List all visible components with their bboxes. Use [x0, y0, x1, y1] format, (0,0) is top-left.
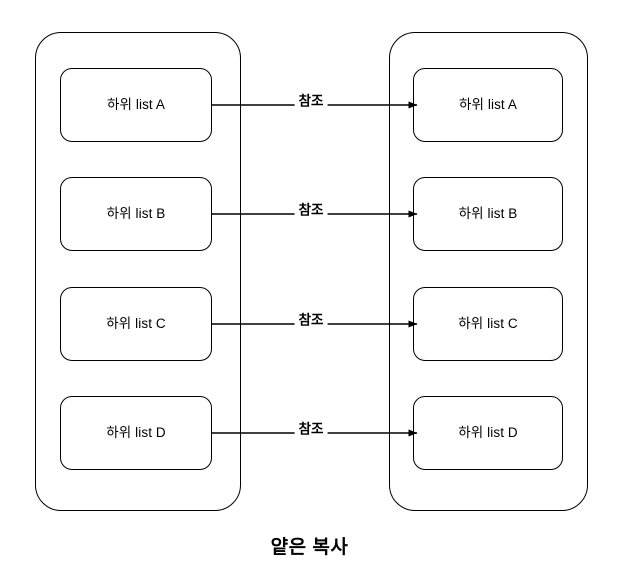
original-item-d-label: 하위 list D — [106, 425, 166, 441]
copy-item-a[interactable]: 하위 list A — [413, 68, 563, 142]
copy-item-a-label: 하위 list A — [458, 97, 517, 113]
original-item-a[interactable]: 하위 list A — [60, 68, 212, 142]
copy-item-d-label: 하위 list D — [458, 425, 518, 441]
copy-item-b-label: 하위 list B — [458, 206, 518, 222]
original-item-b-label: 하위 list B — [106, 206, 166, 222]
diagram-caption: 얕은 복사 — [270, 537, 349, 558]
copy-item-c[interactable]: 하위 list C — [413, 287, 563, 361]
copy-item-c-label: 하위 list C — [458, 316, 518, 332]
edge-label-a: 참조 — [294, 93, 328, 109]
original-item-b[interactable]: 하위 list B — [60, 177, 212, 251]
edge-label-c: 참조 — [294, 312, 328, 328]
edge-label-d: 참조 — [294, 421, 328, 437]
edge-label-b: 참조 — [294, 202, 328, 218]
original-item-d[interactable]: 하위 list D — [60, 396, 212, 470]
original-item-c-label: 하위 list C — [106, 316, 166, 332]
copy-item-d[interactable]: 하위 list D — [413, 396, 563, 470]
copy-item-b[interactable]: 하위 list B — [413, 177, 563, 251]
original-item-a-label: 하위 list A — [106, 97, 165, 113]
original-item-c[interactable]: 하위 list C — [60, 287, 212, 361]
